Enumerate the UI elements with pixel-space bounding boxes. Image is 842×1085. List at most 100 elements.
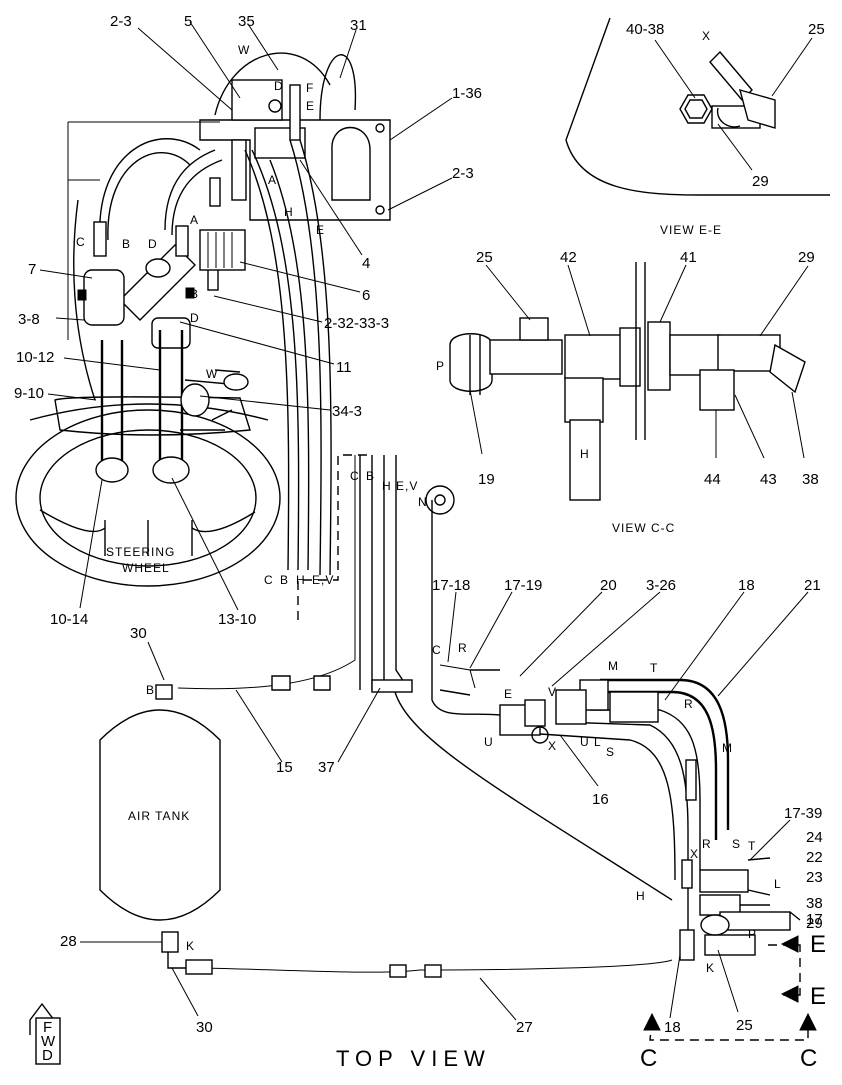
page-title: TOP VIEW [336, 1046, 491, 1071]
part-label: 1-36 [452, 85, 482, 102]
line-letter: P [748, 927, 757, 941]
line-letter: C [76, 235, 86, 249]
part-label: 10-12 [16, 349, 54, 366]
line-letter: N [418, 495, 428, 509]
section-mark-c-left: C [640, 1045, 657, 1072]
part-label: 28 [60, 933, 77, 950]
part-label: 3-8 [18, 311, 40, 328]
line-letter: X [702, 29, 711, 43]
part-label: 13-10 [218, 611, 256, 628]
line-letter: B [146, 683, 155, 697]
line-letter: M [722, 741, 733, 755]
part-label: 30 [196, 1019, 213, 1036]
pipe-run [359, 455, 801, 961]
part-label: 2-32-33-3 [324, 315, 389, 332]
part-label: 11 [336, 359, 352, 376]
part-label: 20 [600, 577, 617, 594]
part-label: 10-14 [50, 611, 88, 628]
line-letter: A [190, 213, 199, 227]
line-letter: E [306, 99, 315, 113]
line-letter: S [732, 837, 741, 851]
line-letter: V [548, 685, 557, 699]
line-letter: E,V [396, 479, 418, 493]
line-letter: K [706, 961, 715, 975]
part-label: 34-3 [332, 403, 362, 420]
steering-wheel-label-2: WHEEL [122, 561, 170, 575]
part-label: 6 [362, 287, 370, 304]
part-label: 43 [760, 471, 777, 488]
line-letter: K [186, 939, 195, 953]
part-label: 2-3 [452, 165, 474, 182]
line-letter: H [284, 205, 294, 219]
part-label: 25 [808, 21, 825, 38]
part-label: 9-10 [14, 385, 44, 402]
line-letter: H [580, 447, 590, 461]
fwd-letter-f: F [43, 1019, 52, 1036]
view-c-c-detail [449, 262, 806, 501]
line-letter-codes: W D F E A H E C B D A B D W C B H E,V C … [76, 29, 782, 975]
line-letter: D [190, 311, 200, 325]
part-label: 27 [516, 1019, 533, 1036]
line-letter: C [264, 573, 274, 587]
line-letter: D [274, 79, 284, 93]
part-label: 38 [802, 471, 819, 488]
part-label: 22 [806, 849, 823, 866]
part-label: 4 [362, 255, 370, 272]
line-letter: R [702, 837, 712, 851]
line-letter: S [606, 745, 615, 759]
part-label: 23 [806, 869, 823, 886]
part-label: 31 [350, 17, 367, 34]
part-label: 40-38 [626, 21, 664, 38]
line-letter: W [238, 43, 250, 57]
line-letter: B [122, 237, 131, 251]
line-letter: R [684, 697, 694, 711]
part-label: 18 [664, 1019, 681, 1036]
line-letter: M [608, 659, 619, 673]
view-c-c-caption: VIEW C-C [612, 521, 675, 535]
part-label: 38 [806, 895, 823, 912]
section-c-arrow-right [799, 1012, 817, 1031]
part-label: 21 [804, 577, 821, 594]
line-letter: H [296, 573, 306, 587]
part-label: 29 [806, 915, 823, 932]
part-label: 16 [592, 791, 609, 808]
section-mark-e-top: E [810, 931, 826, 958]
part-label: 37 [318, 759, 335, 776]
line-letter: C [350, 469, 360, 483]
part-label: 5 [184, 13, 192, 30]
part-label: 2-3 [110, 13, 132, 30]
line-letter: U [484, 735, 494, 749]
part-callouts: 2-3 5 35 31 1-36 2-3 4 6 2-32-33-3 11 34… [14, 13, 825, 1036]
line-letter: F [306, 81, 314, 95]
steering-wheel-label-1: STEERING [106, 545, 175, 559]
fwd-arrow-icon: F W D [29, 1002, 61, 1065]
fwd-letter-d: D [42, 1047, 53, 1064]
line-letter: E,V [312, 573, 334, 587]
line-letter: B [280, 573, 289, 587]
line-letter: L [774, 877, 782, 891]
part-label: 25 [476, 249, 493, 266]
line-letter: X [690, 847, 699, 861]
line-letter: X [548, 739, 557, 753]
part-label: 35 [238, 13, 255, 30]
manifold-bracket [199, 52, 391, 576]
line-letter: W [206, 367, 218, 381]
part-label: 29 [752, 173, 769, 190]
part-label: 3-26 [646, 577, 676, 594]
section-mark-c-right: C [800, 1045, 817, 1072]
part-label: 19 [478, 471, 495, 488]
part-label: 25 [736, 1017, 753, 1034]
part-label: 41 [680, 249, 697, 266]
line-letter: L [594, 735, 602, 749]
line-b-to-tank [177, 455, 356, 690]
line-letter: H [382, 479, 392, 493]
part-label: 42 [560, 249, 577, 266]
part-label: 18 [738, 577, 755, 594]
line-letter: H [636, 889, 646, 903]
section-e-arrow-top [780, 935, 799, 953]
part-label: 24 [806, 829, 823, 846]
leader-lines [39, 21, 813, 1021]
line-letter: P [436, 359, 445, 373]
line-letter: B [366, 469, 375, 483]
